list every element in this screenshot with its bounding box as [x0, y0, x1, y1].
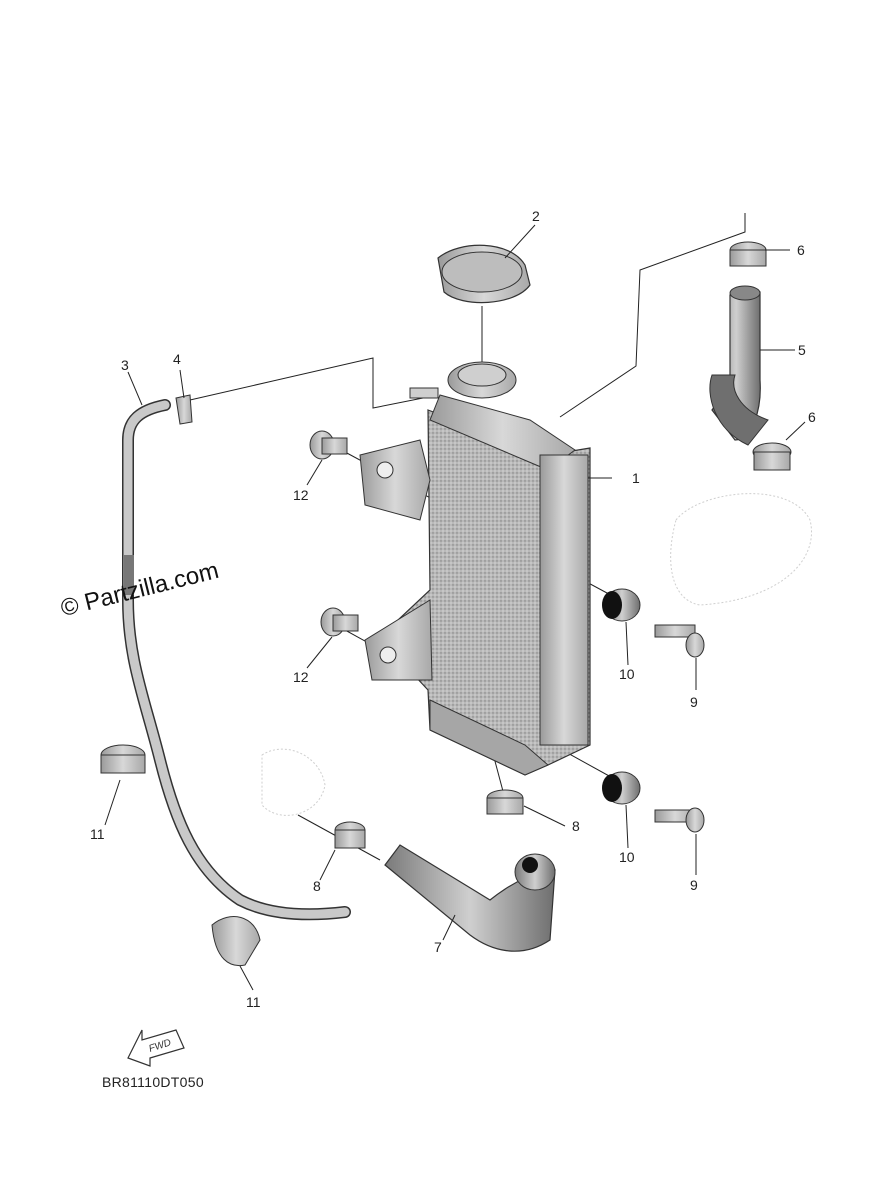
callout-6: 6 [797, 242, 805, 258]
radiator-cap[interactable] [437, 244, 531, 304]
callout-12b: 11 [246, 994, 261, 1010]
callout-11a: 12 [293, 487, 309, 503]
collar-lower[interactable] [654, 807, 705, 833]
fwd-arrow-icon: FWD [127, 1029, 185, 1067]
callout-12a: 11 [90, 826, 105, 842]
diagram-code: BR81110DT050 [102, 1074, 204, 1090]
lower-hose[interactable] [384, 844, 556, 952]
collar-upper[interactable] [654, 624, 705, 658]
clip[interactable] [175, 394, 193, 425]
callout-11b: 12 [293, 669, 309, 685]
upper-hose[interactable] [709, 285, 769, 446]
filler-neck [409, 361, 517, 399]
callout-labels: 2 6 5 3 4 6 1 12 10 12 9 8 11 10 8 9 7 1… [90, 208, 816, 1010]
lower-hose-clamp-outlet[interactable] [486, 789, 524, 815]
radiator[interactable] [359, 394, 591, 776]
callout-3: 3 [121, 357, 129, 373]
callout-leaders [104, 224, 806, 991]
callout-8b: 8 [313, 878, 321, 894]
callout-8a: 8 [572, 818, 580, 834]
callout-4: 4 [173, 351, 181, 367]
upper-hose-clamp[interactable] [729, 241, 767, 267]
grommet-upper[interactable] [602, 588, 641, 622]
callout-9b: 9 [690, 877, 698, 893]
callout-1: 1 [632, 470, 640, 486]
callout-6b: 6 [808, 409, 816, 425]
bolt-lower[interactable] [320, 607, 359, 637]
callout-7: 7 [434, 939, 442, 955]
grommet-lower[interactable] [602, 771, 641, 805]
overflow-hose[interactable] [122, 399, 351, 921]
bolt-upper[interactable] [309, 430, 348, 460]
callout-2: 2 [532, 208, 540, 224]
callout-5: 5 [798, 342, 806, 358]
upper-hose-clamp-lower[interactable] [752, 442, 792, 471]
callout-9a: 9 [690, 694, 698, 710]
lower-hose-clamp[interactable] [334, 821, 366, 849]
ghost-outlines [261, 493, 812, 816]
callout-10a: 10 [619, 666, 635, 682]
overflow-hose-clamp-upper[interactable] [100, 744, 146, 774]
overflow-hose-clamp-lower[interactable] [211, 916, 261, 967]
callout-10b: 10 [619, 849, 635, 865]
